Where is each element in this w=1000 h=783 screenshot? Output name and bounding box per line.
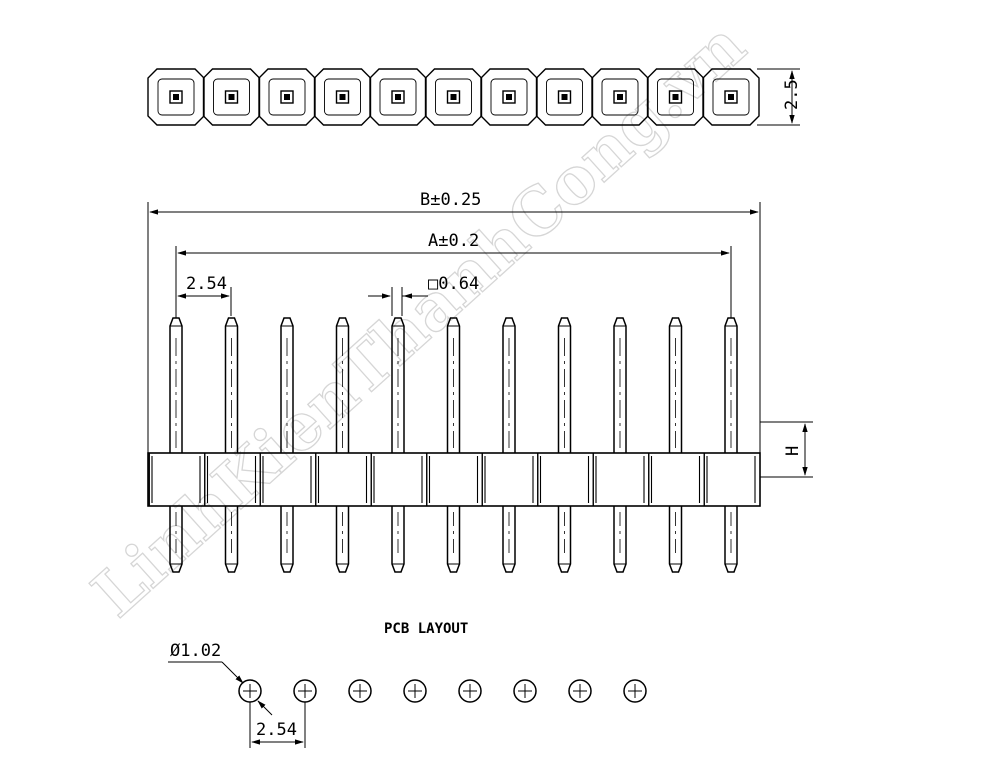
top-view-housing [147, 68, 760, 126]
housing-cell [702, 68, 760, 126]
front-view [147, 317, 761, 573]
pin-lower [335, 506, 350, 573]
housing-cell-inner [546, 78, 583, 116]
housing-cell [646, 68, 705, 126]
pin-square-core [395, 94, 401, 100]
housing-cell-inner [157, 78, 195, 116]
pcb-layout-holes [238, 679, 647, 703]
pin-upper [335, 317, 350, 453]
pcb-hole [348, 679, 372, 703]
pin-upper [280, 317, 294, 453]
pin-square-core [173, 94, 179, 100]
pin-square-top [502, 90, 516, 104]
pin-lower [613, 506, 627, 573]
housing-cell-inner [268, 78, 306, 116]
pcb-pitch-label: 2.54 [256, 720, 297, 740]
pin-lower [557, 506, 572, 573]
pcb-hole-diameter-dimension: Ø1.02 [168, 641, 273, 716]
pcb-layout-title: PCB LAYOUT [384, 621, 468, 637]
pin-square-core [339, 94, 346, 100]
housing-cell [480, 68, 538, 126]
pin-square-top [224, 90, 239, 104]
span-dimension-label: A±0.2 [428, 231, 479, 251]
housing-cell-inner [712, 78, 750, 116]
pin-square-core [228, 94, 235, 100]
housing-cell-inner [490, 78, 528, 116]
pcb-hole [623, 679, 647, 703]
housing-cell [313, 68, 372, 126]
pin-lower [280, 506, 294, 573]
pin-square-top [446, 90, 461, 104]
pin-square-core [617, 94, 623, 100]
housing-height-label: 2.5 [782, 79, 802, 110]
housing-cell [258, 68, 316, 126]
housing-cell [202, 68, 261, 126]
pin-square-core [728, 94, 734, 100]
pin-square-top [613, 90, 627, 104]
pin-upper [613, 317, 627, 453]
housing-cell-inner [379, 78, 417, 116]
pin-square-top [668, 90, 683, 104]
pin-square-label: □0.64 [428, 274, 479, 294]
overall-dimension: B±0.25 [147, 190, 761, 453]
pin-square-core [506, 94, 512, 100]
pin-lower [446, 506, 461, 573]
pin-square-core [284, 94, 290, 100]
housing-cell-inner [324, 78, 361, 116]
pin-lower [224, 506, 239, 573]
pcb-hole [568, 679, 592, 703]
pin-square-dimension: □0.64 [368, 274, 479, 316]
pin-lower [668, 506, 683, 573]
overall-dimension-label: B±0.25 [420, 190, 481, 210]
pin-square-top [391, 90, 405, 104]
pin-square-top [169, 90, 183, 104]
height-dimension-label: H [783, 446, 803, 456]
pin-lower [169, 506, 183, 573]
housing-cell [424, 68, 483, 126]
height-dimension: H [760, 421, 813, 478]
pitch-dimension-top-label: 2.54 [186, 274, 227, 294]
housing-cell [591, 68, 649, 126]
pin-upper [557, 317, 572, 453]
pin-lower [724, 506, 738, 573]
housing-height-dimension: 2.5 [757, 68, 802, 126]
housing-cell-inner [601, 78, 639, 116]
housing-cell [147, 68, 205, 126]
pin-square-core [672, 94, 679, 100]
pin-lower [391, 506, 405, 573]
pcb-hole [513, 679, 537, 703]
pin-square-top [557, 90, 572, 104]
pin-upper [446, 317, 461, 453]
plastic-housing [147, 452, 761, 507]
pin-lower [502, 506, 516, 573]
span-dimension: A±0.2 [175, 231, 732, 318]
pitch-dimension-top: 2.54 [177, 274, 232, 316]
pcb-hole [458, 679, 482, 703]
housing-cell-inner [435, 78, 472, 116]
pin-square-top [335, 90, 350, 104]
pin-square-top [724, 90, 738, 104]
pcb-hole [403, 679, 427, 703]
pin-square-core [450, 94, 457, 100]
pin-upper [502, 317, 516, 453]
pin-upper [224, 317, 239, 453]
housing-cell-inner [213, 78, 250, 116]
housing-cell [369, 68, 427, 126]
pin-square-top [280, 90, 294, 104]
housing-cell [535, 68, 594, 126]
pin-upper [668, 317, 683, 453]
housing-cell-inner [657, 78, 694, 116]
pcb-pitch-dimension: 2.54 [249, 702, 306, 748]
pin-upper [391, 317, 405, 453]
pin-square-core [561, 94, 568, 100]
pcb-hole-diameter-label: Ø1.02 [170, 641, 221, 661]
